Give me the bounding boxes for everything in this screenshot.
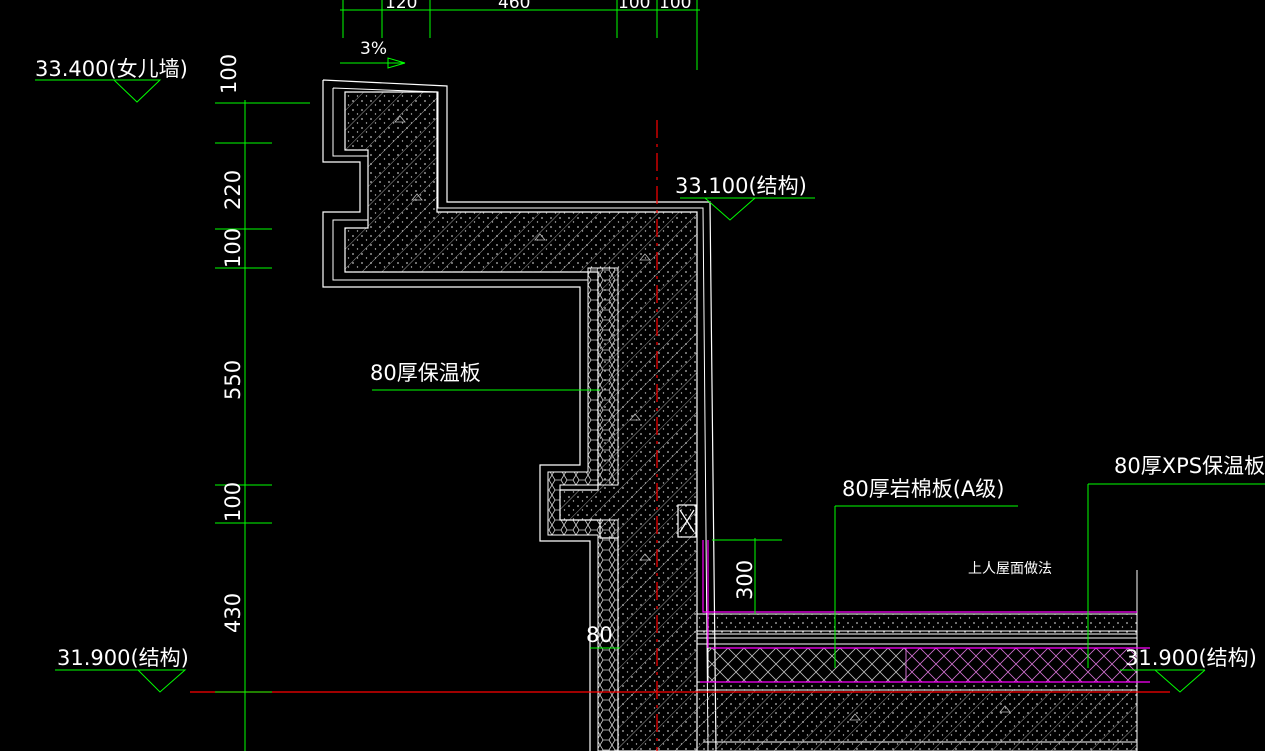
labels: 120 460 100 100 3% 33.400(女儿墙) 33.100(结构… [35,0,1265,670]
dim-300: 300 [733,560,757,600]
top-dim-460: 460 [498,0,530,13]
insulation-board-layer [547,267,619,751]
callout-insulation-board: 80厚保温板 [370,361,481,385]
vdim-550: 550 [221,360,245,400]
waterproof-flashing [677,504,1150,683]
vdim-220: 220 [221,170,245,210]
xps-board [905,647,1138,683]
top-dim-120: 120 [385,0,417,13]
slope-label: 3% [360,39,387,59]
triangle-markers [394,115,1011,721]
callout-rock-wool: 80厚岩棉板(A级) [842,477,1004,501]
callout-xps-board: 80厚XPS保温板 [1114,454,1265,478]
dimension-lines [35,0,1265,751]
vdim-100-mid: 100 [221,228,245,268]
callout-roof-note: 上人屋面做法 [968,561,1052,577]
dim-80: 80 [586,623,613,647]
roof-buildup [696,570,1138,751]
vdim-100-low: 100 [221,482,245,522]
roof-slab [696,689,1138,751]
top-dim-100b: 100 [659,0,691,13]
rock-wool-board [707,647,907,683]
finish-outline [322,79,717,751]
elevation-roof-left: 31.900(结构) [57,646,189,670]
top-dim-100a: 100 [618,0,650,13]
elevation-structure-top: 33.100(结构) [675,174,807,198]
concrete-structure [344,91,698,751]
elevation-roof-right: 31.900(结构) [1125,646,1257,670]
elevation-parapet-top: 33.400(女儿墙) [35,57,188,81]
axis-lines [190,120,1170,751]
vdim-430: 430 [221,593,245,633]
vdim-100-top: 100 [217,54,241,94]
